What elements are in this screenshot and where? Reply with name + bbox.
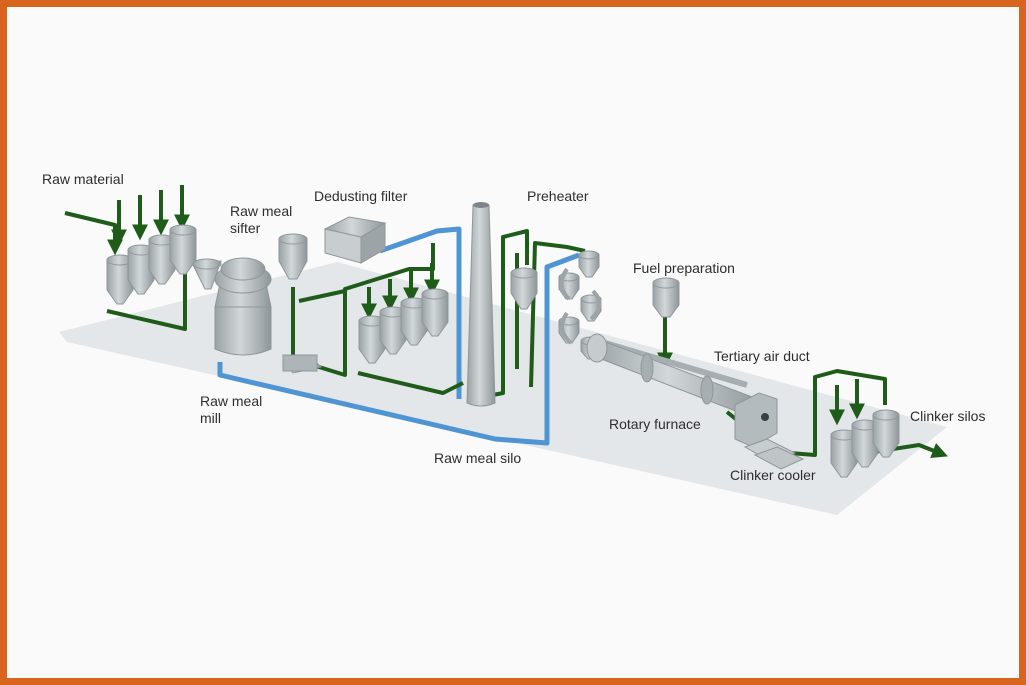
raw-material-silos bbox=[106, 224, 197, 305]
raw-meal-silos bbox=[358, 288, 449, 364]
cement-plant-diagram bbox=[59, 185, 948, 515]
label-raw-meal-mill-line-1: Raw meal bbox=[200, 393, 263, 409]
label-raw-meal-mill: Raw meal mill bbox=[200, 393, 262, 427]
tertiary-air-duct bbox=[604, 340, 748, 388]
chimney-stack bbox=[466, 202, 496, 407]
rotary-furnace bbox=[586, 333, 764, 418]
label-raw-meal-mill-line-2: mill bbox=[200, 410, 221, 426]
clinker-cooler bbox=[734, 392, 805, 470]
label-dedusting-filter: Dedusting filter bbox=[314, 188, 408, 204]
label-raw-meal-sifter: Raw meal sifter bbox=[230, 203, 292, 237]
dedusting-filter bbox=[323, 216, 387, 264]
label-raw-meal-silo: Raw meal silo bbox=[434, 450, 522, 466]
label-fuel-preparation: Fuel preparation bbox=[633, 260, 735, 276]
diagram-frame: Raw material Raw meal sifter Dedusting f… bbox=[7, 7, 1019, 678]
gas-duct bbox=[217, 226, 580, 446]
label-clinker-cooler: Clinker cooler bbox=[730, 467, 816, 483]
label-raw-meal-sifter-line-1: Raw meal bbox=[230, 203, 293, 219]
label-rotary-furnace: Rotary furnace bbox=[609, 416, 701, 432]
clinker-silos bbox=[830, 409, 900, 478]
label-preheater: Preheater bbox=[527, 188, 589, 204]
label-raw-material: Raw material bbox=[42, 171, 124, 187]
mill-feed-funnel bbox=[192, 258, 222, 290]
label-raw-meal-sifter-line-2: sifter bbox=[230, 220, 261, 236]
label-clinker-silos: Clinker silos bbox=[910, 408, 986, 424]
raw-meal-sifter bbox=[278, 233, 308, 280]
transfer-box bbox=[282, 354, 323, 374]
raw-meal-mill bbox=[214, 257, 272, 356]
label-tertiary-air-duct: Tertiary air duct bbox=[714, 348, 810, 364]
fuel-preparation-silo bbox=[652, 277, 680, 318]
